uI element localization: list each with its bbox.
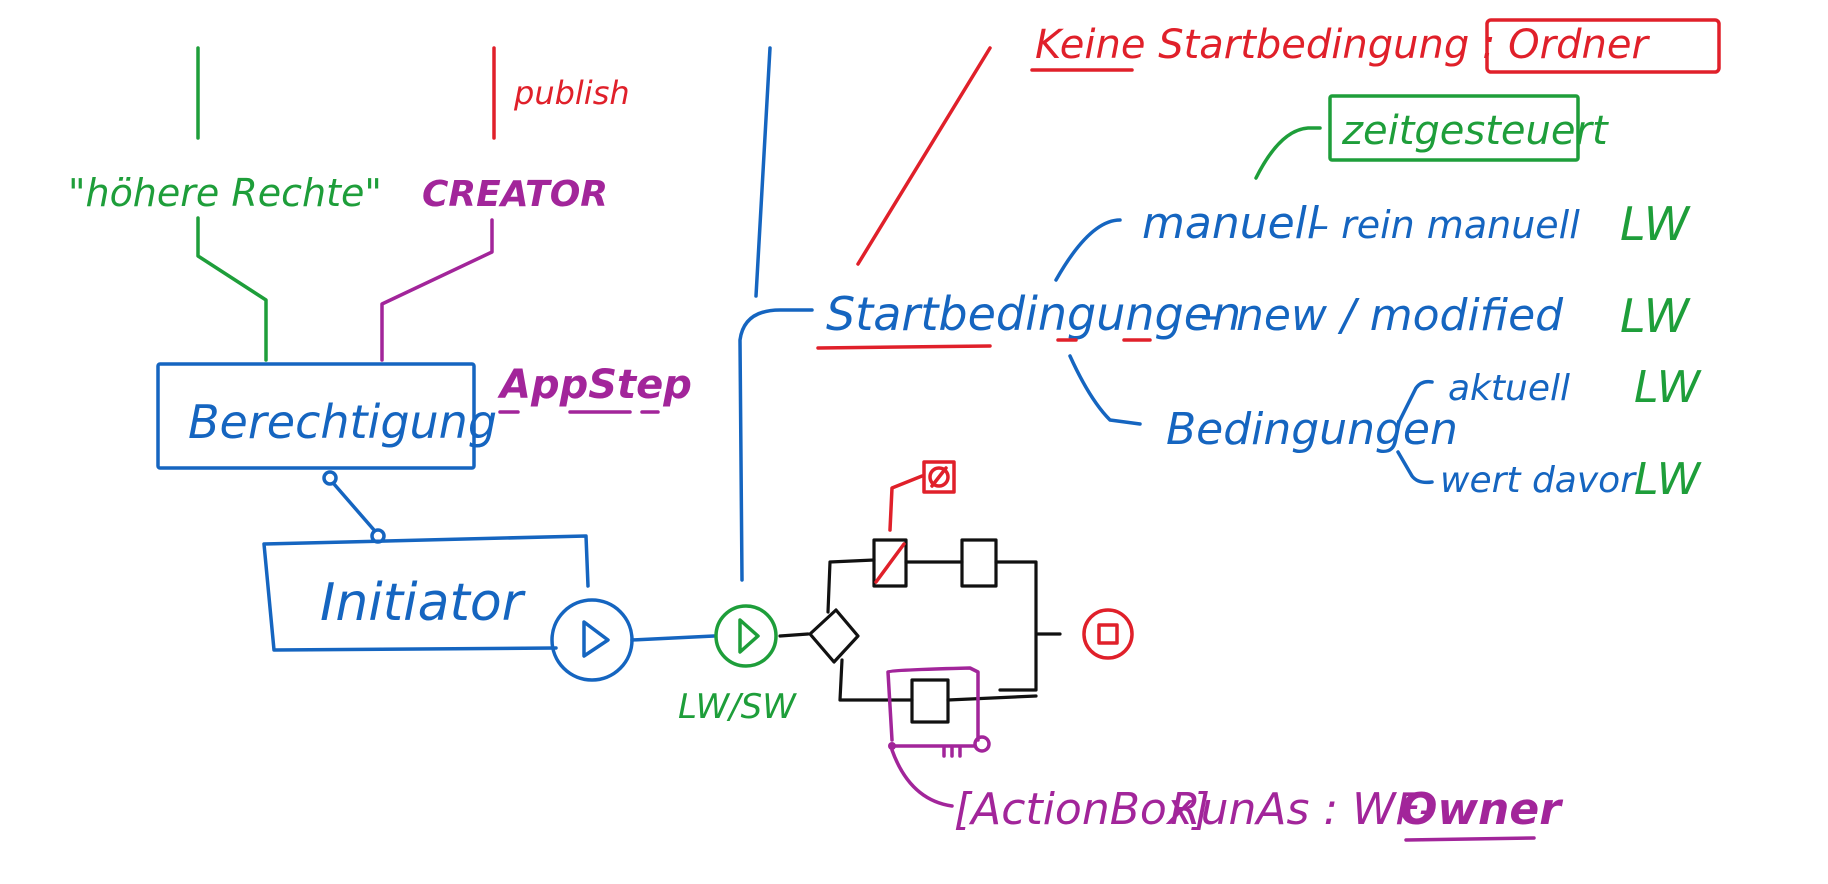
hoehere-rechte-label: "höhere Rechte"	[68, 171, 382, 215]
start-to-startbedingungen-line	[738, 308, 814, 582]
hoehere-rechte-connector	[196, 216, 268, 362]
upper-branch-start	[826, 558, 876, 614]
berechtigung-label: Berechtigung	[188, 395, 497, 449]
lower-branch-end	[946, 694, 1038, 702]
zeitgesteuert-label: zeitgesteuert	[1341, 108, 1609, 154]
initiator-start-event[interactable]	[550, 598, 634, 682]
startbedingungen-label: Startbedingungen	[826, 287, 1241, 341]
berechtigung-box	[156, 362, 476, 470]
aktuell-label: aktuell	[1448, 368, 1570, 409]
runas-label: RunAs : WF-	[1170, 784, 1434, 835]
end-square	[1097, 623, 1119, 645]
actionbox-label: [ActionBox]	[954, 784, 1210, 835]
blue-vertical-line	[754, 46, 772, 298]
creator-connector	[380, 218, 494, 362]
top-partial-annotation: Keine Startbedingung : Ordner	[1030, 18, 1721, 74]
publish-label: publish	[513, 74, 630, 112]
branch-aktuell	[1396, 379, 1434, 426]
green-play-icon	[738, 618, 760, 654]
appstep-label: AppStep	[497, 362, 692, 408]
end-event[interactable]	[1082, 608, 1134, 660]
initiator-node[interactable]: Initiator	[262, 534, 590, 652]
initiator-label: Initiator	[320, 573, 527, 633]
key-shaft	[890, 744, 976, 758]
gateway-diamond[interactable]	[808, 608, 860, 664]
startbedingungen-underline	[816, 338, 1152, 350]
owner-label: Owner	[1400, 784, 1563, 835]
bedingungen-label: Bedingungen	[1166, 404, 1458, 455]
no-entry-icon	[922, 460, 956, 494]
link-start-dot	[322, 470, 338, 486]
green-start-circle	[714, 604, 778, 668]
runas-connector	[890, 748, 954, 808]
initiator-box	[262, 534, 590, 652]
no-entry-circle	[928, 466, 950, 488]
owner-underline	[1404, 836, 1536, 842]
process-graph	[778, 538, 1062, 724]
runas-frame	[886, 666, 980, 742]
lw-tag-wert-davor: LW	[1634, 454, 1702, 505]
green-to-gateway-line	[778, 632, 810, 638]
lw-tag-new-modified: LW	[1620, 289, 1691, 343]
zeitgesteuert-connector	[1254, 126, 1322, 180]
lower-branch-start	[838, 658, 914, 702]
key-icon	[890, 735, 991, 758]
no-entry-box	[922, 460, 956, 494]
key-anchor-dot	[888, 742, 896, 750]
top-partial-box	[1485, 18, 1721, 74]
manuell-label: manuell	[1142, 198, 1320, 249]
berechtigung-node[interactable]: Berechtigung	[156, 362, 497, 470]
red-marker-connector	[888, 474, 924, 532]
zeitgesteuert-box	[1328, 94, 1580, 162]
berechtigung-initiator-link	[322, 470, 386, 544]
lw-tag-manuell: LW	[1620, 197, 1691, 251]
task-box-3[interactable]	[910, 678, 950, 724]
branch-bedingungen	[1068, 354, 1142, 426]
task-box-2[interactable]	[960, 538, 998, 588]
red-diagonal-line	[856, 46, 992, 266]
new-modified-label: – new / modified	[1200, 290, 1564, 341]
wert-davor-label: wert davor	[1440, 460, 1637, 501]
task-1-strike	[874, 542, 906, 584]
end-circle	[1082, 608, 1134, 660]
key-bow	[973, 735, 991, 753]
initiator-to-green-line	[630, 634, 716, 642]
branch-wert-davor	[1396, 450, 1434, 485]
top-partial-text: Keine Startbedingung : Ordner	[1035, 22, 1650, 68]
lw-sw-start-event[interactable]	[714, 604, 778, 668]
no-entry-slash	[930, 466, 948, 488]
lw-tag-aktuell: LW	[1634, 362, 1702, 413]
lw-sw-label: LW/SW	[678, 687, 797, 727]
branch-manuell	[1054, 218, 1122, 282]
upper-branch-end	[994, 560, 1038, 692]
rein-manuell-label: – rein manuell	[1310, 203, 1580, 247]
creator-label: CREATOR	[422, 174, 608, 215]
play-icon	[582, 620, 610, 658]
link-line	[332, 482, 376, 532]
start-circle	[550, 598, 634, 682]
